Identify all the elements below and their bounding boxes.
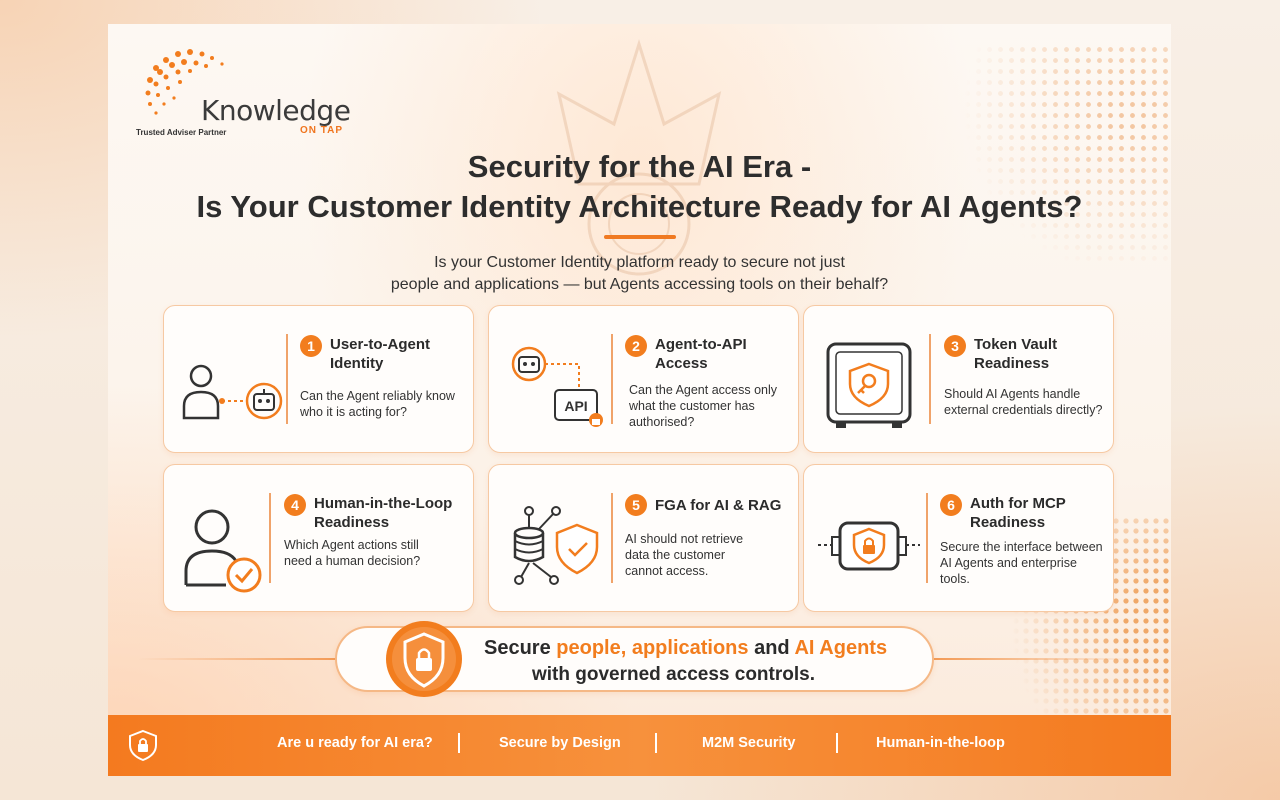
card-description: Which Agent actions still need a human d… xyxy=(284,538,421,568)
footer-separator xyxy=(458,733,460,753)
connector-lock-icon xyxy=(818,521,920,571)
card-description: Should AI Agents handle external credent… xyxy=(944,387,1103,417)
card-description: AI should not retrieve data the customer… xyxy=(625,532,744,578)
card-description: Secure the interface between AI Agents a… xyxy=(940,540,1103,586)
robot-api-lock-icon: API xyxy=(511,346,603,427)
footer-item: Secure by Design xyxy=(499,735,621,751)
card-divider xyxy=(611,334,613,424)
api-label: API xyxy=(564,398,587,414)
shield-lock-icon xyxy=(129,729,157,761)
banner-highlight: AI Agents xyxy=(794,637,888,659)
footer-item: M2M Security xyxy=(702,735,796,751)
subtitle-line2: people and applications — but Agents acc… xyxy=(390,276,889,293)
banner-line xyxy=(934,658,1134,660)
card-number: 5 xyxy=(625,494,647,516)
database-shield-icon xyxy=(513,506,599,585)
shield-lock-icon xyxy=(386,621,462,697)
card-number: 2 xyxy=(625,335,647,357)
card-title: FGA for AI & RAG xyxy=(655,497,782,514)
logo-subtext: ON TAP xyxy=(300,125,344,136)
vault-key-icon xyxy=(826,342,912,428)
crown-ornament-icon xyxy=(556,38,722,276)
subtitle-line1: Is your Customer Identity platform ready… xyxy=(434,254,845,271)
user-to-robot-icon xyxy=(182,364,283,420)
card-number: 1 xyxy=(300,335,322,357)
card-title: Human-in-the-Loop Readiness xyxy=(314,495,453,531)
banner-text: Secure xyxy=(484,637,557,659)
logo-dots-icon xyxy=(145,49,224,115)
user-check-icon xyxy=(184,509,262,593)
footer-item: Human-in-the-loop xyxy=(876,735,1005,751)
card-title: User-to-Agent Identity xyxy=(330,336,430,372)
card-divider xyxy=(926,493,928,583)
card-divider xyxy=(269,493,271,583)
card-title: Agent-to-API Access xyxy=(655,336,747,372)
decorative-dots xyxy=(951,44,1171,264)
banner-highlight: people, applications xyxy=(556,637,749,659)
card-divider xyxy=(286,334,288,424)
poster: Knowledge ON TAP Trusted Adviser Partner… xyxy=(108,24,1171,776)
logo-wordmark: Knowledge xyxy=(201,94,351,127)
card-title: Token Vault Readiness xyxy=(974,336,1058,372)
banner-line1: Secure people, applications and AI Agent… xyxy=(484,637,887,660)
card-description: Can the Agent access only what the custo… xyxy=(629,383,778,429)
card-user-to-agent: 1 User-to-Agent Identity Can the Agent r… xyxy=(163,305,474,453)
page-title-line2: Is Your Customer Identity Architecture R… xyxy=(196,189,1083,224)
page-title-line1: Security for the AI Era - xyxy=(467,149,812,184)
logo-tagline: Trusted Adviser Partner xyxy=(136,128,227,137)
card-fga-ai-rag: 5 FGA for AI & RAG AI should not retriev… xyxy=(488,464,799,612)
card-human-in-the-loop: 4 Human-in-the-Loop Readiness Which Agen… xyxy=(163,464,474,612)
banner-text: and xyxy=(748,637,795,659)
footer-separator xyxy=(655,733,657,753)
card-description: Can the Agent reliably know who it is ac… xyxy=(300,389,455,419)
title-underline xyxy=(604,235,676,239)
banner-line xyxy=(138,658,338,660)
card-number: 4 xyxy=(284,494,306,516)
footer-bar: Are u ready for AI era? Secure by Design… xyxy=(108,715,1171,776)
card-number: 3 xyxy=(944,335,966,357)
card-title: Auth for MCP Readiness xyxy=(970,495,1066,531)
card-divider xyxy=(611,493,613,583)
footer-separator xyxy=(836,733,838,753)
card-token-vault: 3 Token Vault Readiness Should AI Agents… xyxy=(803,305,1114,453)
subtitle: Is your Customer Identity platform ready… xyxy=(108,252,1171,296)
card-agent-to-api: API 2 Agent-to-API Access Can the Agent … xyxy=(488,305,799,453)
card-divider xyxy=(929,334,931,424)
card-number: 6 xyxy=(940,494,962,516)
banner-line2: with governed access controls. xyxy=(532,664,815,685)
brand-logo: Knowledge ON TAP Trusted Adviser Partner xyxy=(126,38,366,138)
footer-item: Are u ready for AI era? xyxy=(277,735,433,751)
card-auth-for-mcp: 6 Auth for MCP Readiness Secure the inte… xyxy=(803,464,1114,612)
